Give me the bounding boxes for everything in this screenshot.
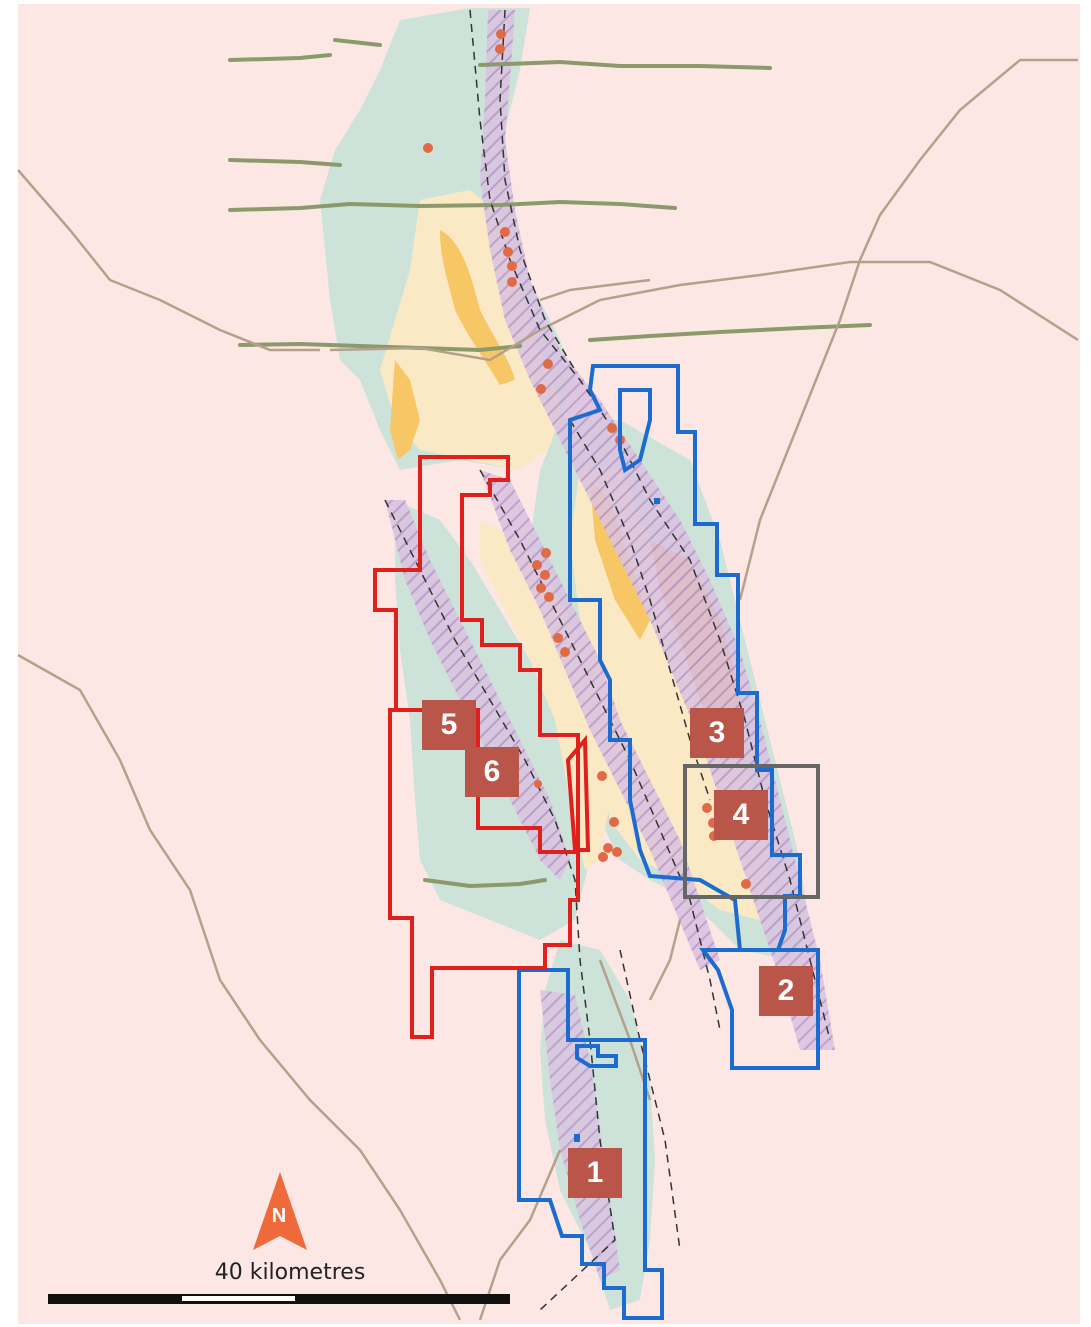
shear-zone-west	[385, 500, 570, 880]
tenement-blue-south-notch	[575, 1044, 618, 1068]
marker-4-label: 4	[732, 798, 750, 831]
granite-zone-west	[390, 360, 420, 460]
marker-4: 4	[714, 790, 768, 840]
blue-dot-south	[574, 1134, 580, 1142]
blue-dot	[654, 498, 660, 504]
mineral-deposits	[423, 29, 751, 889]
scale-bar	[48, 1294, 510, 1304]
roads	[17, 58, 1079, 1321]
marker-5: 5	[422, 700, 476, 750]
dolerite-dykes	[228, 38, 872, 889]
north-arrow-icon	[253, 1172, 307, 1250]
tenement-red-strip	[565, 734, 591, 852]
tenement-blue-east	[568, 364, 802, 952]
tenement-blue-south-east	[699, 948, 820, 1070]
marker-3: 3	[690, 708, 744, 758]
shear-zone-central	[480, 470, 720, 970]
marker-2: 2	[759, 966, 813, 1016]
tenement-blue-inner	[618, 388, 652, 474]
marker-6-label: 6	[483, 755, 501, 788]
north-letter: N	[271, 1205, 287, 1227]
marker-6: 6	[465, 747, 519, 797]
marker-1: 1	[568, 1148, 622, 1198]
marker-1-label: 1	[586, 1156, 604, 1189]
scale-label: 40 kilometres	[214, 1260, 366, 1285]
marker-2-label: 2	[777, 974, 795, 1007]
granite-zone-north	[440, 230, 515, 385]
marker-5-label: 5	[440, 708, 458, 741]
tenement-blue-south	[517, 968, 664, 1320]
marker-3-label: 3	[708, 716, 726, 749]
tenements-blue	[517, 364, 820, 1320]
focus-box	[683, 764, 820, 899]
